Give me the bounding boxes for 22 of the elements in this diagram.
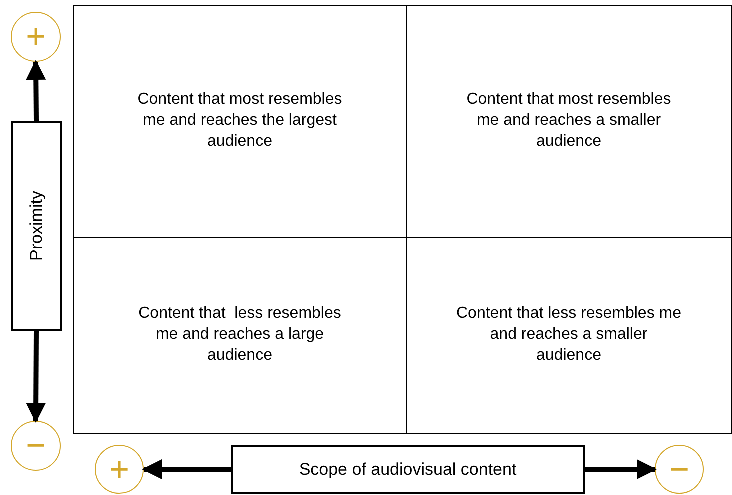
- sign-circle: [11, 12, 61, 62]
- sign-circle: [95, 445, 144, 494]
- sign-circle: [655, 445, 704, 494]
- quadrant-text: Content that less resembles me and reaches a large audience: [138, 304, 342, 366]
- axis-label-box: [11, 121, 62, 331]
- quadrant-text: Content that most resembles me and reaches a smaller audience: [466, 90, 672, 152]
- sign-symbol: +: [110, 452, 130, 486]
- sign-symbol: +: [26, 20, 46, 54]
- axis-label: Scope of audiovisual content: [299, 460, 517, 480]
- quadrant-text: Content that less resembles me and reaches a smaller audience: [456, 304, 682, 366]
- sign-circle: [11, 421, 61, 471]
- arrow: [585, 460, 657, 480]
- arrow: [26, 60, 46, 122]
- sign-symbol: −: [26, 429, 46, 463]
- axis-label: Proximity: [26, 191, 46, 261]
- arrow: [142, 460, 231, 480]
- quadrant-text: Content that most resembles me and reaches the largest audience: [136, 90, 344, 152]
- quadrant-cell: [74, 6, 407, 238]
- sign-symbol: −: [670, 452, 690, 486]
- arrow: [26, 330, 46, 423]
- axis-label-box: [231, 445, 585, 494]
- matrix-grid: [73, 5, 732, 434]
